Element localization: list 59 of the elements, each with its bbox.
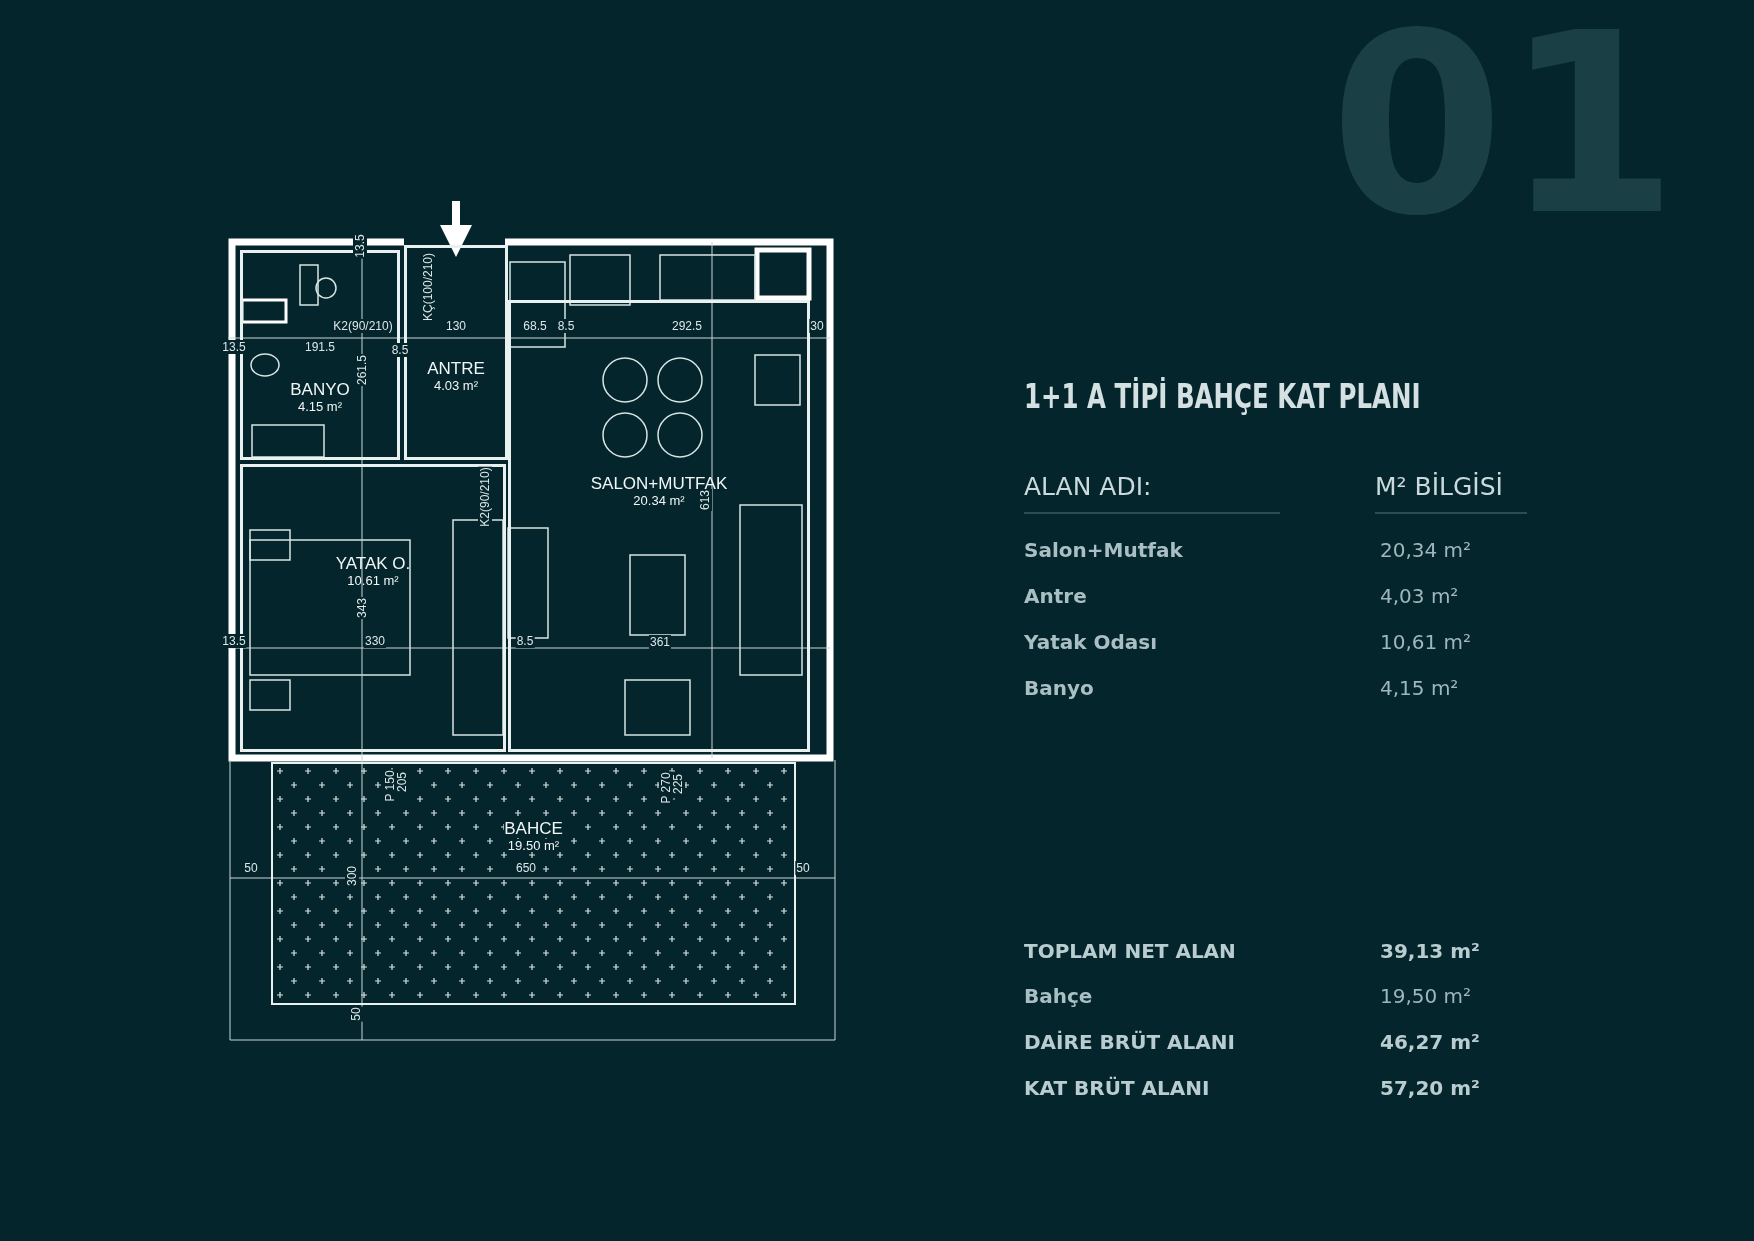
- room-area: 20.34 m²: [633, 494, 685, 507]
- dimension-label: 300: [345, 865, 359, 887]
- room-name: SALON+MUTFAK: [590, 475, 728, 492]
- dimension-label: 343: [355, 597, 369, 619]
- dimension-label: 361: [649, 635, 671, 649]
- table-cell: Bahçe: [1024, 986, 1093, 1006]
- room-name: ANTRE: [427, 360, 485, 377]
- dimension-label: 330: [364, 634, 386, 648]
- area-value: 10,61 m²: [1380, 632, 1472, 652]
- garden-area: [271, 762, 796, 1005]
- column-header: M² BİLGİSİ: [1375, 474, 1503, 499]
- column-header: ALAN ADI:: [1024, 474, 1152, 499]
- dimension-label: 30: [809, 319, 825, 333]
- dimension-label: 650: [515, 861, 537, 875]
- area-value: 57,20 m²: [1380, 1078, 1480, 1098]
- dimension-label: 50: [795, 861, 811, 875]
- room-name: BAHCE: [504, 820, 563, 837]
- dimension-label: 13.5: [221, 634, 247, 648]
- room-area: 19.50 m²: [507, 839, 560, 852]
- dimension-label: 205: [395, 771, 409, 793]
- dimension-label: 68.5: [522, 319, 548, 333]
- area-value: 46,27 m²: [1380, 1032, 1480, 1052]
- table-cell: Salon+Mutfak: [1024, 540, 1183, 560]
- dimension-label: K2(90/210): [478, 466, 492, 528]
- dimension-label: P 150: [383, 769, 397, 803]
- table-cell: Banyo: [1024, 678, 1094, 698]
- dimension-label: 225: [671, 773, 685, 795]
- dimension-label: 130: [445, 319, 467, 333]
- table-cell: KAT BRÜT ALANI: [1024, 1078, 1210, 1098]
- dimension-label: 13.5: [353, 233, 367, 259]
- dimension-label: 191.5: [304, 340, 336, 354]
- dimension-label: 8.5: [515, 634, 535, 648]
- room-area: 10.61 m²: [347, 574, 399, 587]
- table-cell: TOPLAM NET ALAN: [1024, 941, 1236, 961]
- dimension-label: 261.5: [355, 354, 369, 386]
- area-value: 4,03 m²: [1380, 586, 1459, 606]
- table-cell: Antre: [1024, 586, 1087, 606]
- area-value: 19,50 m²: [1380, 986, 1472, 1006]
- room-area: 4.03 m²: [433, 379, 479, 392]
- dimension-label: 13.5: [221, 340, 247, 354]
- area-value: 4,15 m²: [1380, 678, 1459, 698]
- dimension-label: 292.5: [671, 319, 703, 333]
- dimension-label: 8.5: [390, 343, 410, 357]
- dimension-label: KÇ(100/210): [421, 252, 435, 322]
- dimension-label: 613: [698, 489, 712, 511]
- area-value: 39,13 m²: [1380, 941, 1480, 961]
- room-area: 4.15 m²: [297, 400, 343, 413]
- dimension-label: 50: [243, 861, 259, 875]
- table-cell: DAİRE BRÜT ALANI: [1024, 1032, 1235, 1052]
- table-cell: Yatak Odası: [1024, 632, 1158, 652]
- dimension-label: P 270: [659, 771, 673, 805]
- plan-title: 1+1 A TİPİ BAHÇE KAT PLANI: [1024, 376, 1421, 416]
- dimension-label: 8.5: [556, 319, 576, 333]
- room-name: YATAK O.: [335, 555, 411, 572]
- room-name: BANYO: [290, 381, 350, 398]
- dimension-label: K2(90/210): [332, 319, 394, 333]
- living-kitchen-area: [508, 300, 810, 752]
- area-value: 20,34 m²: [1380, 540, 1472, 560]
- dimension-label: 50: [349, 1006, 363, 1022]
